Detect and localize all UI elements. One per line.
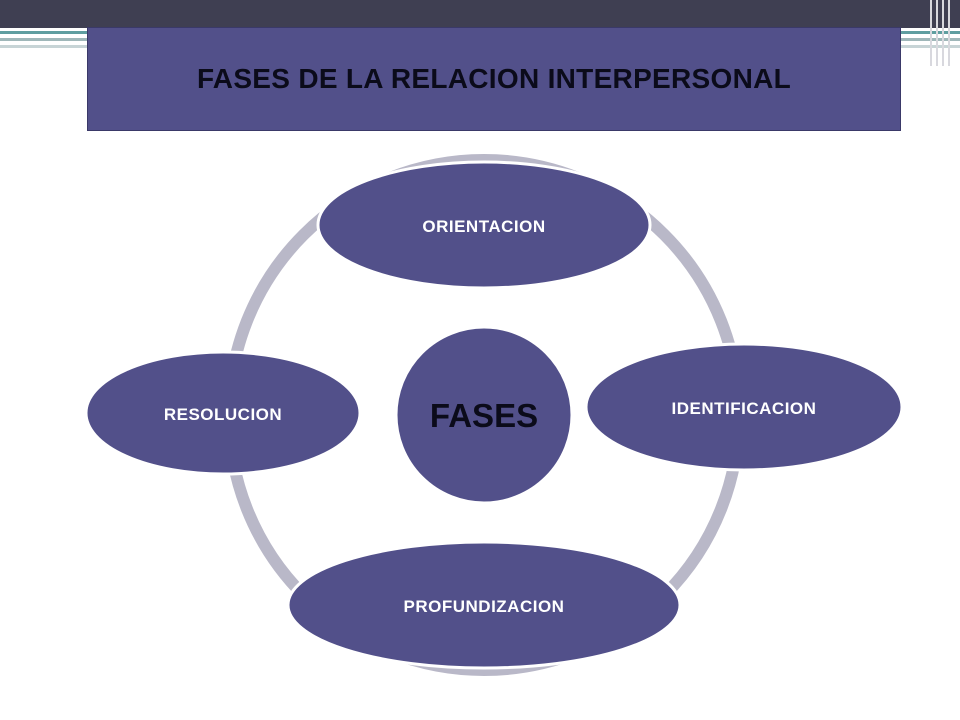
slide-title: FASES DE LA RELACION INTERPERSONAL (196, 63, 792, 94)
phase-node-profundizacion: PROFUNDIZACION (286, 540, 682, 670)
phase-label: ORIENTACION (422, 217, 545, 236)
title-box: FASES DE LA RELACION INTERPERSONAL (87, 27, 901, 131)
phase-node-identificacion: IDENTIFICACION (584, 342, 904, 472)
center-label: FASES (430, 397, 538, 434)
center-node: FASES (394, 325, 574, 505)
phase-label: RESOLUCION (164, 405, 282, 424)
phase-label: PROFUNDIZACION (404, 597, 565, 616)
phase-node-resolucion: RESOLUCION (84, 350, 362, 476)
slide-header-bar (0, 0, 960, 28)
corner-decoration (930, 0, 952, 66)
phase-node-orientacion: ORIENTACION (316, 160, 652, 290)
phase-label: IDENTIFICACION (672, 399, 817, 418)
